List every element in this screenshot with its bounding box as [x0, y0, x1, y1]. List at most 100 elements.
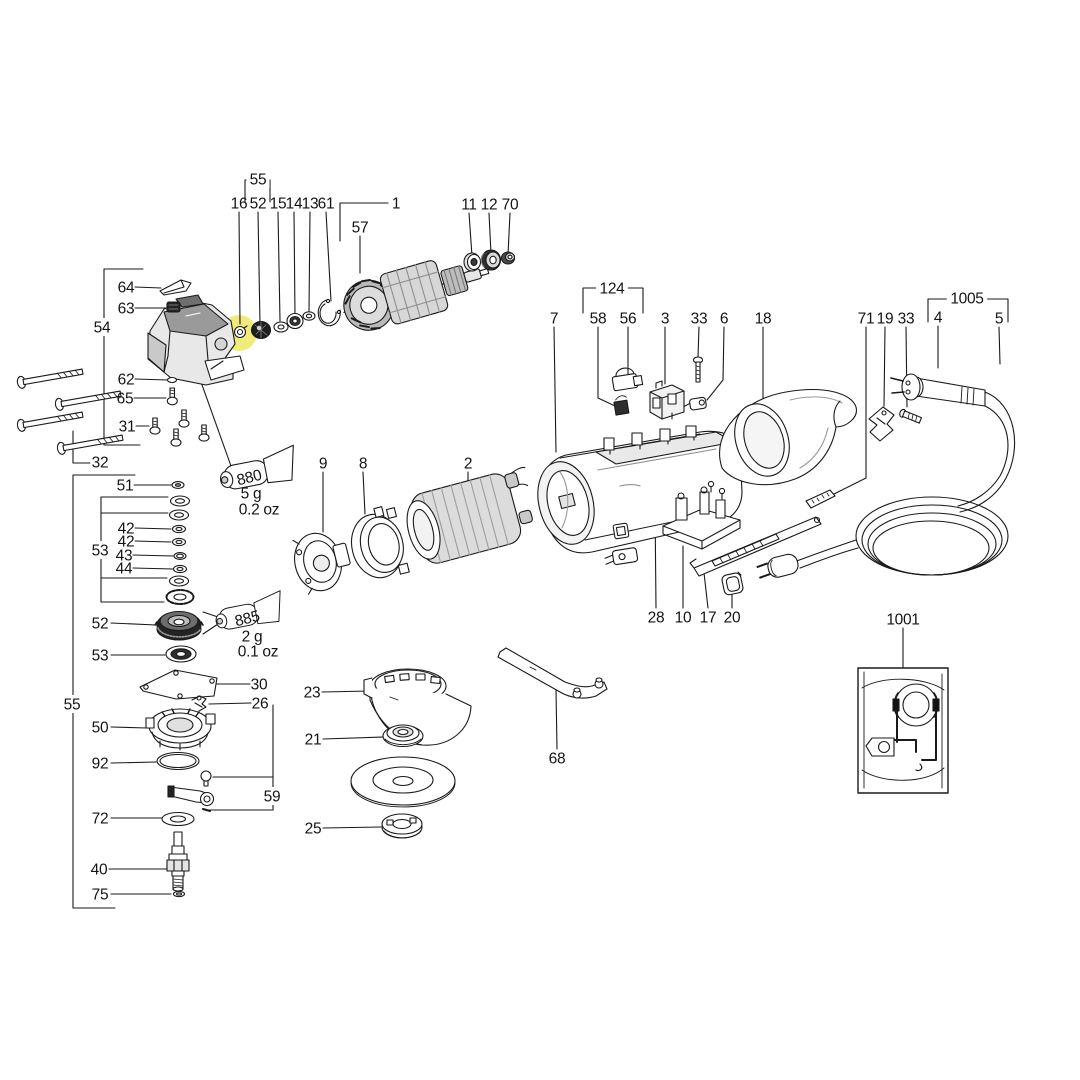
part-label: 30	[251, 677, 268, 694]
part-label: 57	[352, 220, 369, 237]
bearing-11-drawing	[463, 252, 482, 272]
air-guide-ring-8-drawing	[350, 506, 410, 579]
part-label: 53	[92, 648, 109, 665]
part-label: 32	[92, 455, 109, 472]
part-label-bg	[596, 279, 628, 297]
cord-sleeve-4-drawing	[890, 373, 986, 407]
bearing-flange-50-drawing	[145, 708, 216, 751]
part-label: 33	[898, 311, 915, 328]
gasket-30-drawing	[139, 669, 218, 700]
part-label: 63	[118, 301, 135, 318]
part-label: 33	[691, 311, 708, 328]
part-label-bg	[60, 695, 84, 713]
part-label: 55	[250, 172, 267, 189]
washer-15-drawing	[273, 321, 289, 333]
flange-nut-70-drawing	[500, 251, 516, 265]
button-20-drawing	[721, 571, 744, 596]
electronics-module-10-drawing	[662, 486, 741, 550]
part-label: 5 g	[241, 486, 262, 503]
part-label: 65	[117, 391, 134, 408]
part-label: 15	[270, 196, 287, 213]
part-label-bg	[246, 170, 270, 188]
washer-53-drawing	[165, 645, 197, 663]
part-label: 52	[92, 616, 109, 633]
ring-75-drawing	[172, 890, 186, 898]
part-label-bg	[88, 541, 112, 559]
part-label: 2 g	[242, 629, 263, 646]
wiring-diagram-1001-drawing	[857, 667, 949, 794]
slider-17-drawing	[689, 516, 822, 577]
lever-64-drawing	[159, 279, 192, 296]
cord-clip-19-drawing	[868, 406, 895, 442]
grease-tube-885-drawing	[215, 590, 281, 630]
carbon-brush-58-drawing	[613, 395, 630, 416]
part-label: 62	[118, 372, 135, 389]
spindle-40-drawing	[166, 831, 190, 892]
part-label: 9	[319, 456, 327, 473]
bearing-14-drawing	[286, 312, 304, 330]
part-label: 72	[92, 811, 109, 828]
part-label: 75	[92, 887, 109, 904]
part-label: 13	[302, 196, 319, 213]
o-ring-92-drawing	[156, 751, 200, 771]
part-label: 20	[724, 610, 741, 627]
screw-65-drawing	[166, 387, 178, 406]
part-label-bg	[90, 318, 114, 336]
terminal-6-drawing	[683, 396, 707, 411]
part-label: 16	[231, 196, 248, 213]
washer-72-drawing	[161, 811, 195, 827]
power-cable-5-drawing	[756, 391, 1016, 579]
part-label: 8	[359, 456, 367, 473]
part-label: 43	[116, 548, 133, 565]
part-label: 11	[461, 197, 477, 214]
part-label: 124	[600, 281, 626, 298]
nut-16-drawing	[233, 325, 248, 339]
part-label: 10	[675, 610, 692, 627]
screw-33a-drawing	[692, 356, 704, 383]
part-label: 53	[92, 543, 109, 560]
rear-cover-18-drawing	[719, 389, 857, 486]
part-label: 50	[92, 720, 109, 737]
part-label: 40	[91, 862, 108, 879]
part-label: 1	[392, 196, 400, 213]
part-label: 23	[304, 685, 321, 702]
part-label: 885	[233, 608, 261, 631]
part-label: 31	[119, 419, 136, 436]
part-label: 56	[620, 311, 637, 328]
part-label: 42	[118, 521, 135, 538]
part-label: 26	[252, 696, 269, 713]
part-label: 51	[117, 478, 134, 495]
stator-2-drawing	[406, 466, 533, 564]
washer-62-drawing	[166, 376, 178, 384]
part-label: 70	[502, 197, 519, 214]
part-label: 64	[118, 280, 135, 297]
part-label: 21	[305, 732, 322, 749]
part-label: 52	[250, 196, 267, 213]
square-nut-drawing	[612, 522, 630, 540]
part-label-bg	[946, 289, 988, 307]
part-label: 5	[995, 311, 1003, 328]
screws-32-drawing	[16, 368, 124, 455]
screws-28-drawing	[707, 480, 726, 500]
crown-gear-52-drawing	[154, 610, 204, 641]
part-label: 42	[118, 534, 135, 551]
lock-lever-59-drawing	[167, 770, 215, 812]
screws-31-drawing	[149, 409, 210, 447]
part-label: 92	[92, 756, 109, 773]
part-label: 18	[755, 311, 772, 328]
part-label: 55	[64, 697, 81, 714]
part-label: 7	[550, 311, 558, 328]
part-label: 6	[720, 311, 728, 328]
part-label: 1005	[950, 291, 983, 308]
part-label: 58	[590, 311, 607, 328]
part-label-bg	[260, 787, 284, 805]
circlip-61-drawing	[317, 298, 342, 327]
part-label: 1001	[886, 612, 919, 629]
part-label: 14	[286, 196, 303, 213]
part-label: 68	[549, 751, 566, 768]
part-label: 54	[94, 320, 111, 337]
part-label: 44	[116, 561, 133, 578]
